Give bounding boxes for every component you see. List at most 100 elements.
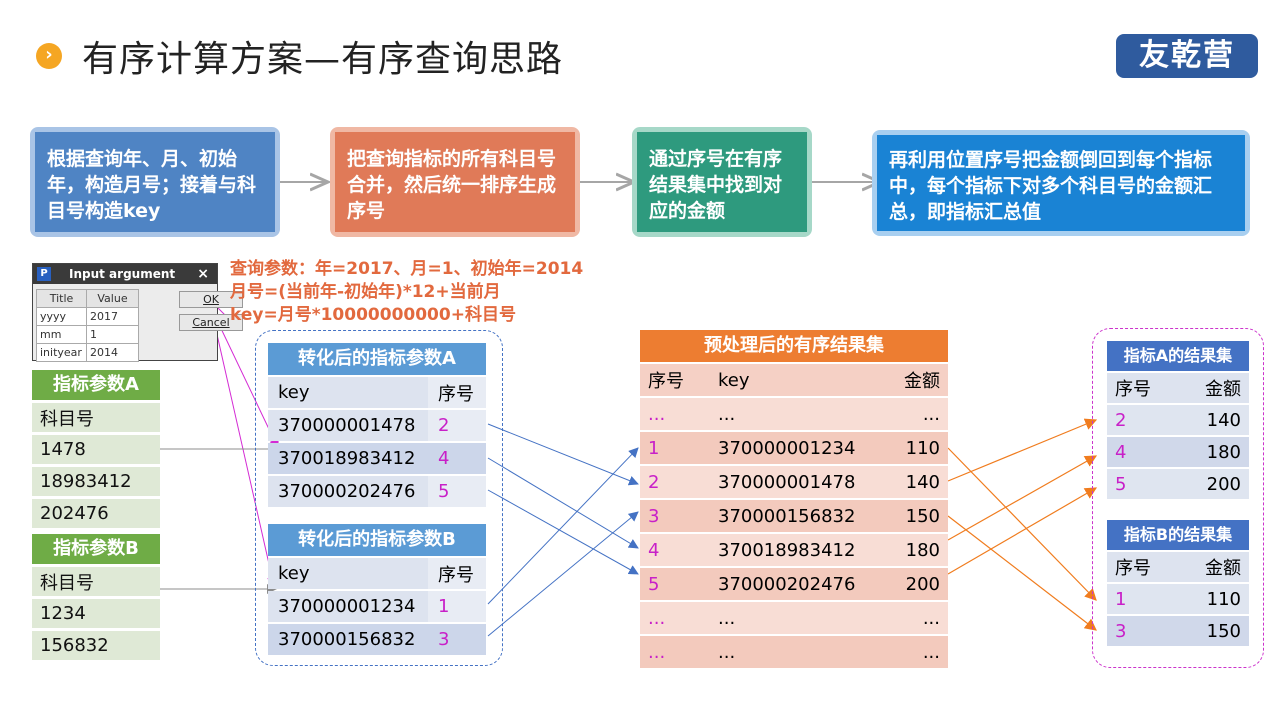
conv-b-seq: 1 bbox=[428, 591, 486, 622]
res-a-title: 指标A的结果集 bbox=[1107, 341, 1249, 371]
step-3-text: 通过序号在有序结果集中找到对应的金额 bbox=[637, 132, 807, 232]
col-value: Value bbox=[86, 289, 139, 308]
res-b-table: 序号 金额 1 110 3 150 bbox=[1107, 550, 1249, 648]
ordered-seq: 2 bbox=[640, 466, 710, 498]
conv-a-key: 370000001478 bbox=[268, 410, 428, 441]
conv-b-table: key 序号 370000001234 1 370000156832 3 bbox=[268, 556, 486, 657]
conv-a-title: 转化后的指标参数A bbox=[268, 343, 486, 375]
res-b-col-seq: 序号 bbox=[1107, 552, 1178, 582]
ordered-amount: 150 bbox=[875, 500, 948, 532]
res-b-col-amount: 金额 bbox=[1178, 552, 1249, 582]
res-b-amount: 110 bbox=[1178, 584, 1249, 614]
res-a-col-amount: 金额 bbox=[1178, 373, 1249, 403]
conv-a-key: 370018983412 bbox=[268, 443, 428, 474]
params-line: 查询参数：年=2017、月=1、初始年=2014 bbox=[230, 259, 584, 279]
conv-a-table: key 序号 370000001478 2 370018983412 4 370… bbox=[268, 375, 486, 509]
ordered-key: ... bbox=[710, 602, 875, 634]
res-a-amount: 200 bbox=[1178, 469, 1249, 499]
param-a-cell: 18983412 bbox=[32, 467, 160, 496]
res-a-amount: 180 bbox=[1178, 437, 1249, 467]
title-bullet-icon: › bbox=[36, 43, 62, 69]
res-a-seq: 4 bbox=[1107, 437, 1178, 467]
convB-row1-arrow bbox=[487, 447, 639, 605]
ordered-to-resA-4-arrow bbox=[947, 455, 1098, 541]
step-1: 根据查询年、月、初始年，构造月号；接着与科目号构造key bbox=[30, 127, 280, 237]
ordered-result-panel: 预处理后的有序结果集 序号 key 金额 ... ... ... 1 37000… bbox=[640, 330, 948, 670]
param-b-cell: 156832 bbox=[32, 631, 160, 660]
res-b-amount: 150 bbox=[1178, 616, 1249, 646]
conv-a-seq: 5 bbox=[428, 476, 486, 507]
arg-value-input[interactable]: 1 bbox=[86, 325, 139, 344]
param-b-header: 科目号 bbox=[32, 567, 160, 596]
step-1-text: 根据查询年、月、初始年，构造月号；接着与科目号构造key bbox=[35, 132, 275, 232]
ordered-key: 370000001478 bbox=[710, 466, 875, 498]
step-4: 再利用位置序号把金额倒回到每个指标中，每个指标下对多个科目号的金额汇总，即指标汇… bbox=[872, 130, 1250, 236]
cancel-button[interactable]: Cancel bbox=[179, 314, 243, 331]
ordered-amount: 180 bbox=[875, 534, 948, 566]
res-a-table: 序号 金额 2 140 4 180 5 200 bbox=[1107, 371, 1249, 501]
ordered-seq: 5 bbox=[640, 568, 710, 600]
ordered-col-key: key bbox=[710, 364, 875, 396]
ordered-col-seq: 序号 bbox=[640, 364, 710, 396]
ordered-key: ... bbox=[710, 398, 875, 430]
param-b-title: 指标参数B bbox=[32, 534, 160, 564]
convA-row1-arrow bbox=[487, 423, 639, 486]
param-a-title: 指标参数A bbox=[32, 370, 160, 400]
ordered-title: 预处理后的有序结果集 bbox=[640, 330, 948, 362]
param-a-cell: 1478 bbox=[32, 435, 160, 464]
close-icon[interactable]: × bbox=[197, 266, 209, 282]
arg-name: yyyy bbox=[36, 307, 87, 326]
ordered-seq: ... bbox=[640, 602, 710, 634]
arg-value-input[interactable]: 2014 bbox=[86, 343, 139, 362]
ordered-seq: 3 bbox=[640, 500, 710, 532]
param-a-header: 科目号 bbox=[32, 403, 160, 432]
param-a-cell: 202476 bbox=[32, 499, 160, 528]
res-a-amount: 140 bbox=[1178, 405, 1249, 435]
conv-b-seq: 3 bbox=[428, 624, 486, 655]
conv-a-col-seq: 序号 bbox=[428, 377, 486, 408]
res-b-panel: 指标B的结果集 序号 金额 1 110 3 150 bbox=[1107, 520, 1249, 648]
conv-a-seq: 4 bbox=[428, 443, 486, 474]
arg-value-input[interactable]: 2017 bbox=[86, 307, 139, 326]
param-a-panel: 指标参数A 科目号 1478 18983412 202476 bbox=[32, 370, 160, 531]
app-icon: P bbox=[37, 267, 51, 281]
result-sets-group bbox=[1092, 328, 1264, 668]
ordered-col-amount: 金额 bbox=[875, 364, 948, 396]
dialog-title: Input argument bbox=[69, 267, 176, 281]
res-b-seq: 3 bbox=[1107, 616, 1178, 646]
ordered-to-resA-2-arrow bbox=[947, 418, 1098, 482]
ordered-to-resB-3-arrow bbox=[947, 515, 1097, 631]
param-b-panel: 指标参数B 科目号 1234 156832 bbox=[32, 534, 160, 663]
ordered-amount: 200 bbox=[875, 568, 948, 600]
col-title: Title bbox=[36, 289, 87, 308]
res-a-seq: 2 bbox=[1107, 405, 1178, 435]
step-2-text: 把查询指标的所有科目号合并，然后统一排序生成序号 bbox=[335, 132, 575, 232]
query-params-note: 查询参数：年=2017、月=1、初始年=2014 月号=(当前年-初始年)*12… bbox=[230, 258, 583, 327]
ordered-to-resB-1-arrow bbox=[947, 447, 1097, 601]
ordered-amount: 110 bbox=[875, 432, 948, 464]
ordered-key: 370000202476 bbox=[710, 568, 875, 600]
res-b-seq: 1 bbox=[1107, 584, 1178, 614]
ordered-to-resA-5-arrow bbox=[947, 487, 1098, 575]
ordered-seq: ... bbox=[640, 636, 710, 668]
res-a-col-seq: 序号 bbox=[1107, 373, 1178, 403]
conv-a-seq: 2 bbox=[428, 410, 486, 441]
ordered-key: 370000001234 bbox=[710, 432, 875, 464]
conv-b-col-key: key bbox=[268, 558, 428, 589]
step-3: 通过序号在有序结果集中找到对应的金额 bbox=[632, 127, 812, 237]
convB-row2-arrow bbox=[487, 511, 639, 637]
brand-logo: 友乾营 bbox=[1116, 34, 1258, 78]
ordered-seq: ... bbox=[640, 398, 710, 430]
dialog-titlebar: P Input argument × bbox=[33, 264, 217, 284]
input-argument-dialog: P Input argument × Title Value yyyy 2017… bbox=[32, 263, 243, 362]
ordered-key: 370000156832 bbox=[710, 500, 875, 532]
ordered-seq: 1 bbox=[640, 432, 710, 464]
ordered-table: 序号 key 金额 ... ... ... 1 370000001234 110… bbox=[640, 362, 948, 670]
argument-table: Title Value yyyy 2017 mm 1 inityear 2014 bbox=[36, 289, 139, 362]
ordered-amount: ... bbox=[875, 636, 948, 668]
ok-button[interactable]: OK bbox=[179, 291, 243, 308]
dialog-to-convA-arrow bbox=[215, 317, 279, 449]
conv-a-col-key: key bbox=[268, 377, 428, 408]
arg-name: mm bbox=[36, 325, 87, 344]
ordered-amount: ... bbox=[875, 398, 948, 430]
